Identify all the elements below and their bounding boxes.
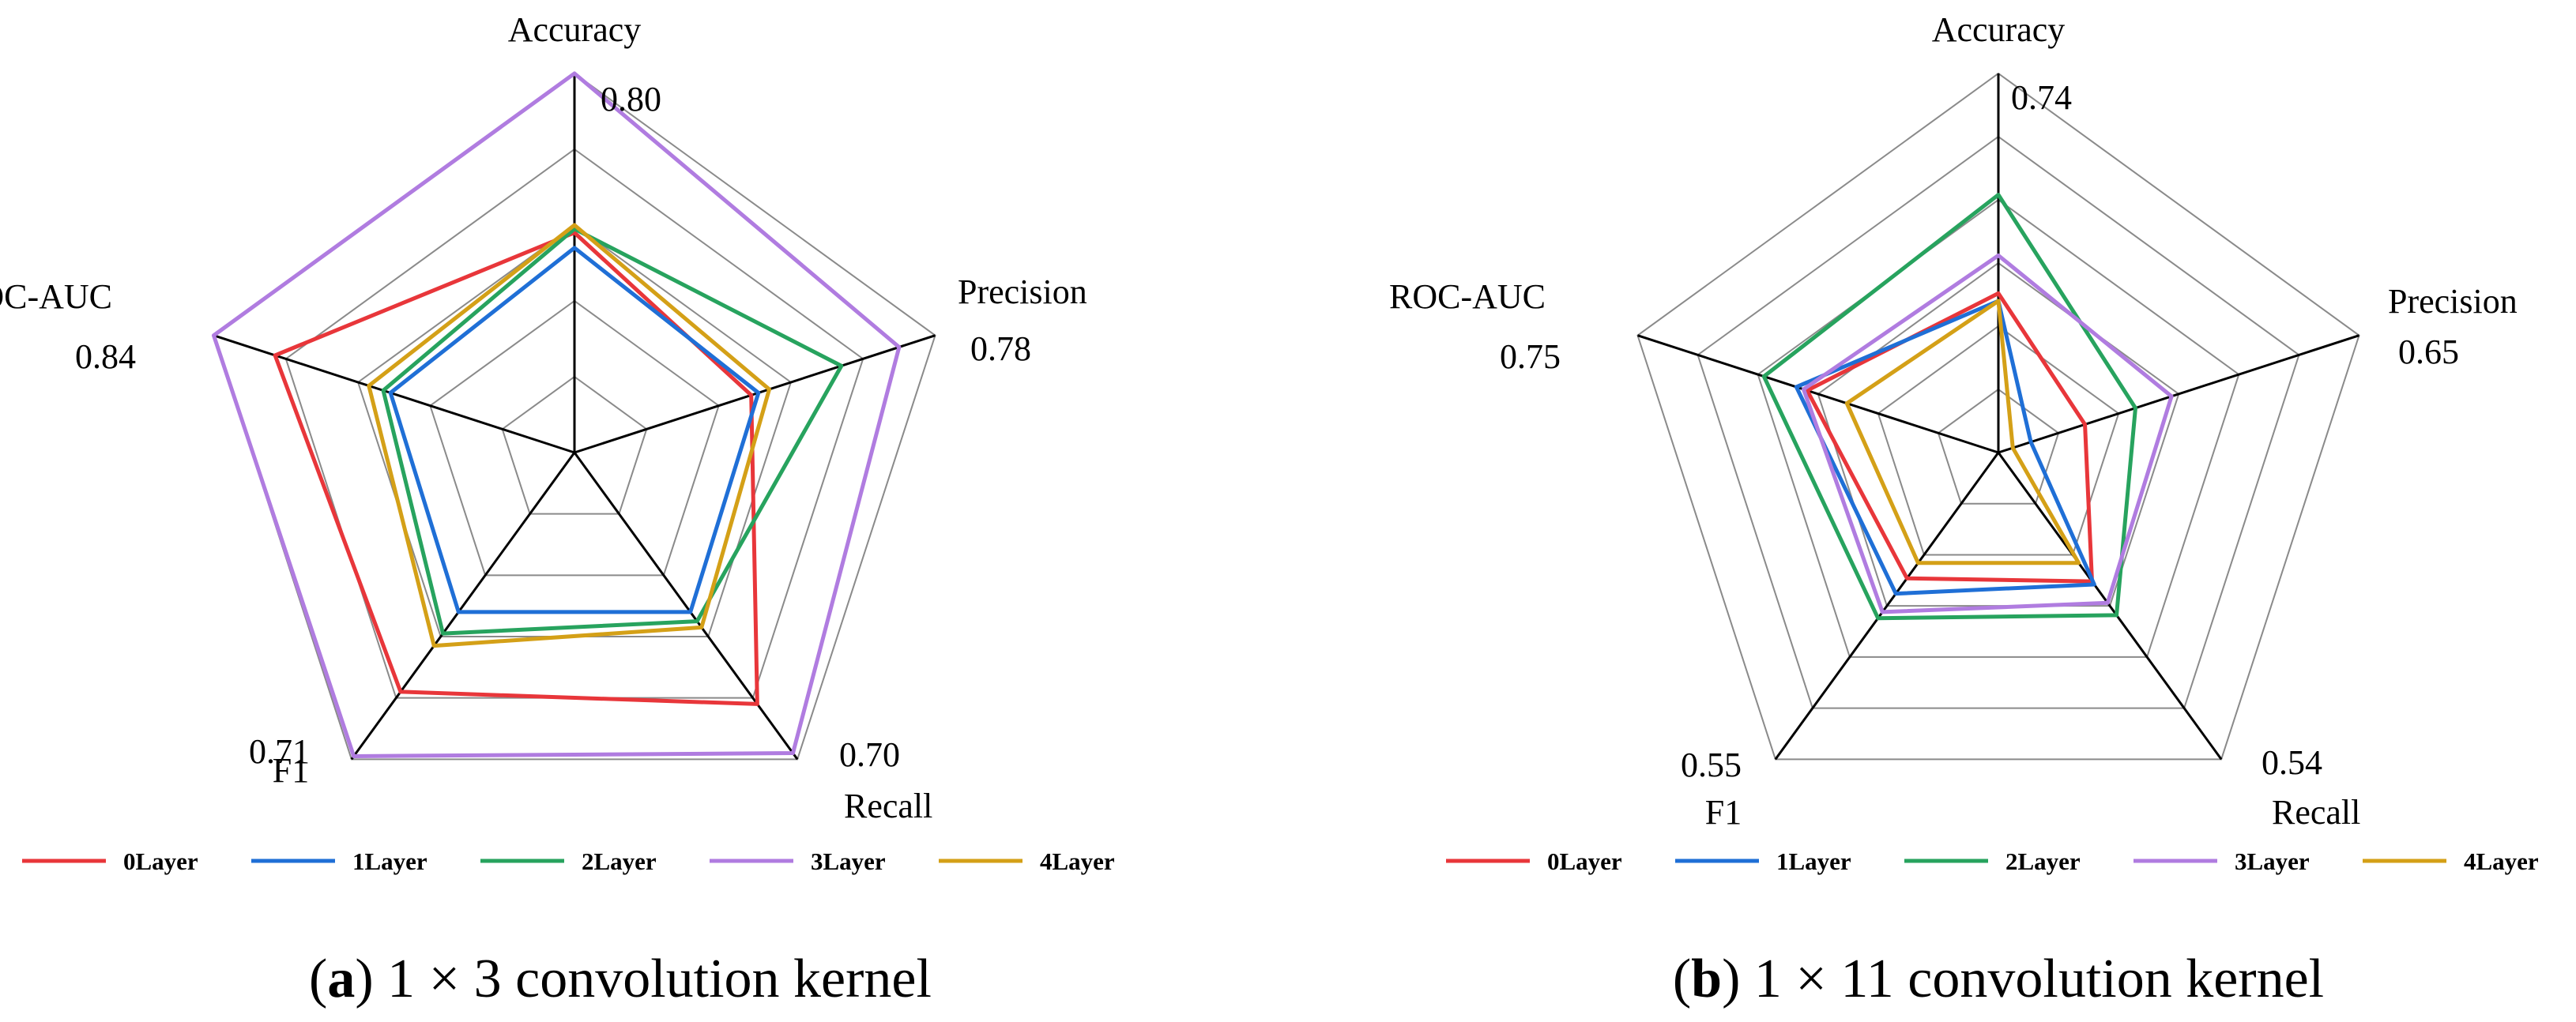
axis-max-label: 0.84 <box>75 337 136 376</box>
grid-ring <box>1757 198 2240 658</box>
legend-label: 1Layer <box>1776 847 1851 875</box>
subfigure-caption: (a) 1 × 3 convolution kernel <box>309 949 932 1009</box>
axis-label-f1: F1 <box>273 751 309 790</box>
legend-label: 4Layer <box>1040 847 1115 875</box>
axis-max-label: 0.65 <box>2398 333 2459 371</box>
axis-max-label: 0.71 <box>249 732 310 771</box>
series-0Layer <box>273 231 759 706</box>
series-3Layer <box>211 71 902 758</box>
axis-max-label: 0.80 <box>601 80 661 118</box>
axis-max-label: 0.74 <box>2011 78 2072 117</box>
legend-label: 2Layer <box>582 847 657 875</box>
series-2Layer <box>1761 193 2137 621</box>
axis-spoke <box>1998 334 2359 454</box>
legend-label: 3Layer <box>811 847 886 875</box>
legend-label: 2Layer <box>2005 847 2081 875</box>
axis-spoke <box>350 452 576 761</box>
series-3Layer <box>1801 253 2174 614</box>
grid-ring <box>1937 388 2060 505</box>
grid-ring <box>429 299 720 577</box>
legend-label: 0Layer <box>123 847 198 875</box>
axis-label-precision: Precision <box>958 272 1087 311</box>
axis-spoke <box>574 334 936 454</box>
axis-max-label: 0.55 <box>1681 746 1742 784</box>
series-1Layer <box>1794 299 2096 596</box>
axis-max-label: 0.78 <box>970 329 1031 368</box>
series-0Layer <box>1805 291 2094 584</box>
axis-max-label: 0.75 <box>1500 337 1561 376</box>
axis-label-precision: Precision <box>2388 282 2518 321</box>
legend-label: 3Layer <box>2235 847 2310 875</box>
series-1Layer <box>388 246 761 614</box>
grid-ring <box>1877 325 2120 556</box>
axis-label-f1: F1 <box>1705 793 1742 832</box>
grid-ring <box>501 375 648 515</box>
series-4Layer <box>1844 299 2081 565</box>
subfigure-caption: (b) 1 × 11 convolution kernel <box>1673 949 2324 1009</box>
axis-max-label: 0.70 <box>839 735 900 774</box>
axis-spoke <box>573 452 799 761</box>
axis-label-recall: Recall <box>844 787 932 825</box>
grid-ring <box>1636 72 2360 761</box>
series-2Layer <box>381 227 844 636</box>
series-4Layer <box>367 223 772 648</box>
axis-spoke <box>1997 452 2223 761</box>
legend-label: 0Layer <box>1547 847 1622 875</box>
axis-label-accuracy: Accuracy <box>1932 10 2066 49</box>
axis-max-label: 0.54 <box>2262 743 2322 782</box>
axis-label-accuracy: Accuracy <box>508 10 642 49</box>
axis-label-recall: Recall <box>2272 793 2360 832</box>
grid-ring <box>1697 135 2300 709</box>
legend-label: 4Layer <box>2464 847 2539 875</box>
axis-spoke <box>1774 452 2000 761</box>
legend-label: 1Layer <box>352 847 427 875</box>
axis-label-roc-auc: ROC-AUC <box>1389 277 1546 316</box>
axis-label-roc-auc: ROC-AUC <box>0 277 112 316</box>
axis-spoke <box>1637 334 1999 454</box>
